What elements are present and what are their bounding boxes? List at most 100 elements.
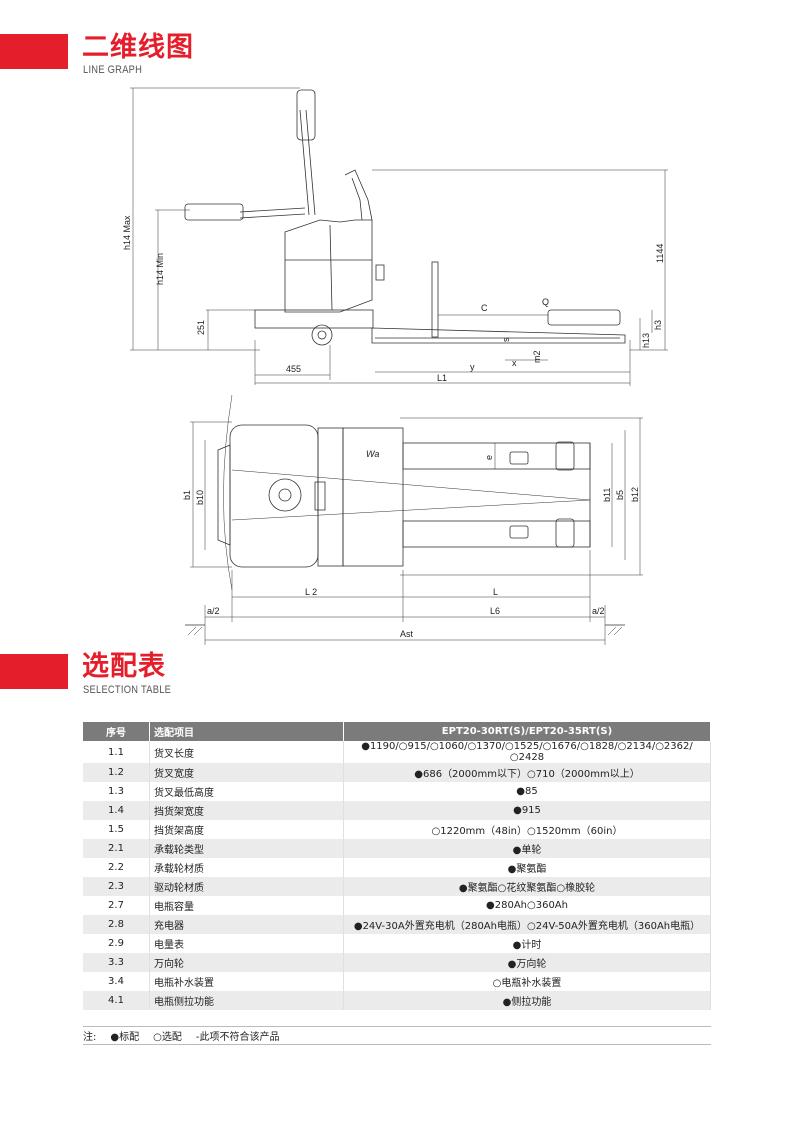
row-no: 2.3 <box>83 877 150 896</box>
notes-na: -此项不符合该产品 <box>195 1032 280 1043</box>
row-item: 挡货架宽度 <box>149 801 344 820</box>
row-item: 挡货架高度 <box>149 820 344 839</box>
row-item: 货叉长度 <box>149 741 344 763</box>
row-item: 承载轮类型 <box>149 839 344 858</box>
row-value: ●计时 <box>343 934 711 953</box>
label-1144: 1144 <box>655 244 665 263</box>
label-s: s <box>501 337 511 342</box>
row-value: ○1220mm（48in）○1520mm（60in） <box>343 820 711 839</box>
row-no: 3.4 <box>83 972 150 991</box>
label-455: 455 <box>286 364 301 374</box>
row-no: 2.1 <box>83 839 150 858</box>
side-view <box>130 87 668 386</box>
row-value: ●聚氨酯 <box>343 858 711 877</box>
row-value: ●1190/○915/○1060/○1370/○1525/○1676/○1828… <box>343 741 711 763</box>
label-L1: L1 <box>437 373 447 383</box>
top-view <box>185 394 643 645</box>
table-header-row: 序号 选配项目 EPT20-30RT(S)/EPT20-35RT(S) <box>83 722 711 741</box>
label-L: L <box>493 587 498 597</box>
selection-table-title: 选配表 <box>82 651 166 682</box>
row-item: 电瓶侧拉功能 <box>149 991 344 1010</box>
row-item: 万向轮 <box>149 953 344 972</box>
header-no: 序号 <box>83 722 150 741</box>
technical-drawing: h14 Max h14 Min 251 455 L1 y x m2 s C Q … <box>122 87 668 645</box>
header-item: 选配项目 <box>149 722 344 741</box>
row-item: 货叉宽度 <box>149 763 344 782</box>
header-model: EPT20-30RT(S)/EPT20-35RT(S) <box>343 722 711 741</box>
label-b10: b10 <box>195 490 205 505</box>
row-item: 电量表 <box>149 934 344 953</box>
row-item: 驱动轮材质 <box>149 877 344 896</box>
label-m2: m2 <box>532 350 542 363</box>
row-no: 1.3 <box>83 782 150 801</box>
label-h14-min: h14 Min <box>155 253 165 285</box>
line-graph-title: 二维线图 <box>82 32 194 63</box>
row-no: 1.1 <box>83 741 150 763</box>
row-value: ●单轮 <box>343 839 711 858</box>
label-x: x <box>512 358 517 368</box>
label-a2-left: a/2 <box>207 606 220 616</box>
row-no: 2.9 <box>83 934 150 953</box>
row-value: ●280Ah○360Ah <box>343 896 711 915</box>
label-a2-right: a/2 <box>592 606 605 616</box>
notes-standard: ●标配 <box>110 1032 140 1043</box>
label-L6: L6 <box>490 606 500 616</box>
row-no: 4.1 <box>83 991 150 1010</box>
label-b1: b1 <box>182 490 192 500</box>
row-no: 2.8 <box>83 915 150 934</box>
section-marker-line-graph <box>0 34 68 69</box>
label-Ast: Ast <box>400 629 414 639</box>
label-C: C <box>481 303 488 313</box>
label-251: 251 <box>196 320 206 335</box>
row-item: 电瓶容量 <box>149 896 344 915</box>
row-value: ●686（2000mm以下）○710（2000mm以上） <box>343 763 711 782</box>
section-marker-selection-table <box>0 654 68 689</box>
notes-label: 注: <box>83 1032 97 1043</box>
notes-optional: ○选配 <box>153 1032 182 1043</box>
row-no: 2.2 <box>83 858 150 877</box>
label-y: y <box>470 362 475 372</box>
row-item: 货叉最低高度 <box>149 782 344 801</box>
table-notes: 注: ●标配 ○选配 -此项不符合该产品 <box>83 1026 711 1045</box>
row-item: 充电器 <box>149 915 344 934</box>
label-b5: b5 <box>615 490 625 500</box>
label-b12: b12 <box>630 487 640 502</box>
row-value: ●万向轮 <box>343 953 711 972</box>
row-no: 3.3 <box>83 953 150 972</box>
label-L2: L 2 <box>305 587 317 597</box>
row-item: 承载轮材质 <box>149 858 344 877</box>
row-no: 1.5 <box>83 820 150 839</box>
line-graph-subtitle: LINE GRAPH <box>83 64 143 76</box>
row-no: 1.4 <box>83 801 150 820</box>
label-h3: h3 <box>653 320 663 330</box>
selection-table-subtitle: SELECTION TABLE <box>83 684 172 696</box>
row-value: ●85 <box>343 782 711 801</box>
row-no: 2.7 <box>83 896 150 915</box>
label-h14-max: h14 Max <box>122 215 132 250</box>
row-value: ●915 <box>343 801 711 820</box>
row-value: ●侧拉功能 <box>343 991 711 1010</box>
label-e: e <box>484 455 494 460</box>
label-h13: h13 <box>641 333 651 348</box>
label-Q: Q <box>542 297 549 307</box>
row-value: ○电瓶补水装置 <box>343 972 711 991</box>
label-Wa: Wa <box>366 449 379 459</box>
row-value: ●聚氨酯○花纹聚氨酯○橡胶轮 <box>343 877 711 896</box>
row-value: ●24V-30A外置充电机（280Ah电瓶）○24V-50A外置充电机（360A… <box>343 915 711 934</box>
row-no: 1.2 <box>83 763 150 782</box>
row-item: 电瓶补水装置 <box>149 972 344 991</box>
